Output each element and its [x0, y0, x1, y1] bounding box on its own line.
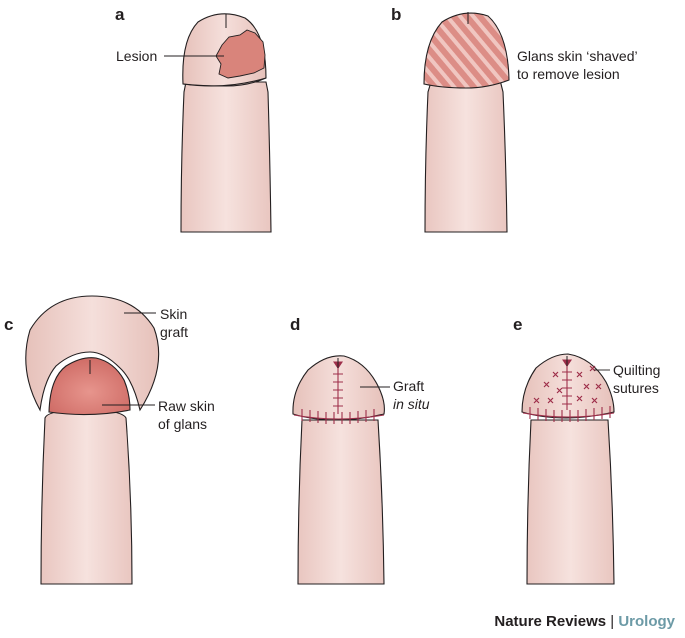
journal-subject: Urology: [618, 613, 675, 630]
panel-c-shaft: [40, 409, 133, 585]
panel-d-letter: d: [290, 315, 300, 334]
skin-graft: [25, 295, 160, 412]
journal-name: Nature Reviews: [494, 613, 607, 630]
lesion-area: [215, 29, 266, 79]
panel-a-letter: a: [115, 5, 125, 24]
panel-b-shaft: [424, 79, 508, 233]
quilting-sutures-marks: [533, 365, 602, 404]
panel-e-sutures: [522, 359, 615, 422]
shaved-glans: [423, 12, 510, 89]
lesion-label: Lesion: [116, 48, 157, 64]
shaved-label-line2: to remove lesion: [517, 66, 620, 82]
journal-footer: Nature Reviews | Urology: [494, 613, 675, 630]
panel-c-letter: c: [4, 315, 13, 334]
panel-e: e Quilting sutures: [513, 315, 660, 585]
panel-d-shaft: [297, 419, 385, 585]
footer-separator: |: [610, 613, 615, 630]
graft-in-situ-line2: in situ: [393, 396, 430, 412]
shaved-label-line1: Glans skin ‘shaved’: [517, 48, 638, 64]
panel-d-glans: [292, 355, 385, 421]
graft-label-line1: Skin: [160, 306, 187, 322]
graft-label-line2: graft: [160, 324, 188, 340]
quilting-label-line1: Quilting: [613, 362, 660, 378]
raw-glans: [48, 357, 131, 416]
panel-e-letter: e: [513, 315, 522, 334]
panel-d: d Graft in situ: [290, 315, 430, 585]
raw-label-line2: of glans: [158, 416, 207, 432]
panel-a-corona: [182, 77, 267, 87]
panel-a-shaft: [180, 81, 272, 233]
panel-b-letter: b: [391, 5, 401, 24]
panel-c: c Skin graft Raw skin of glans: [4, 295, 215, 585]
panel-e-shaft: [526, 419, 615, 585]
panel-a: a Lesion: [115, 5, 272, 233]
raw-label-line1: Raw skin: [158, 398, 215, 414]
graft-in-situ-line1: Graft: [393, 378, 424, 394]
quilting-label-line2: sutures: [613, 380, 659, 396]
panel-b: b Glans skin ‘shaved’ to remove lesion: [391, 5, 638, 233]
